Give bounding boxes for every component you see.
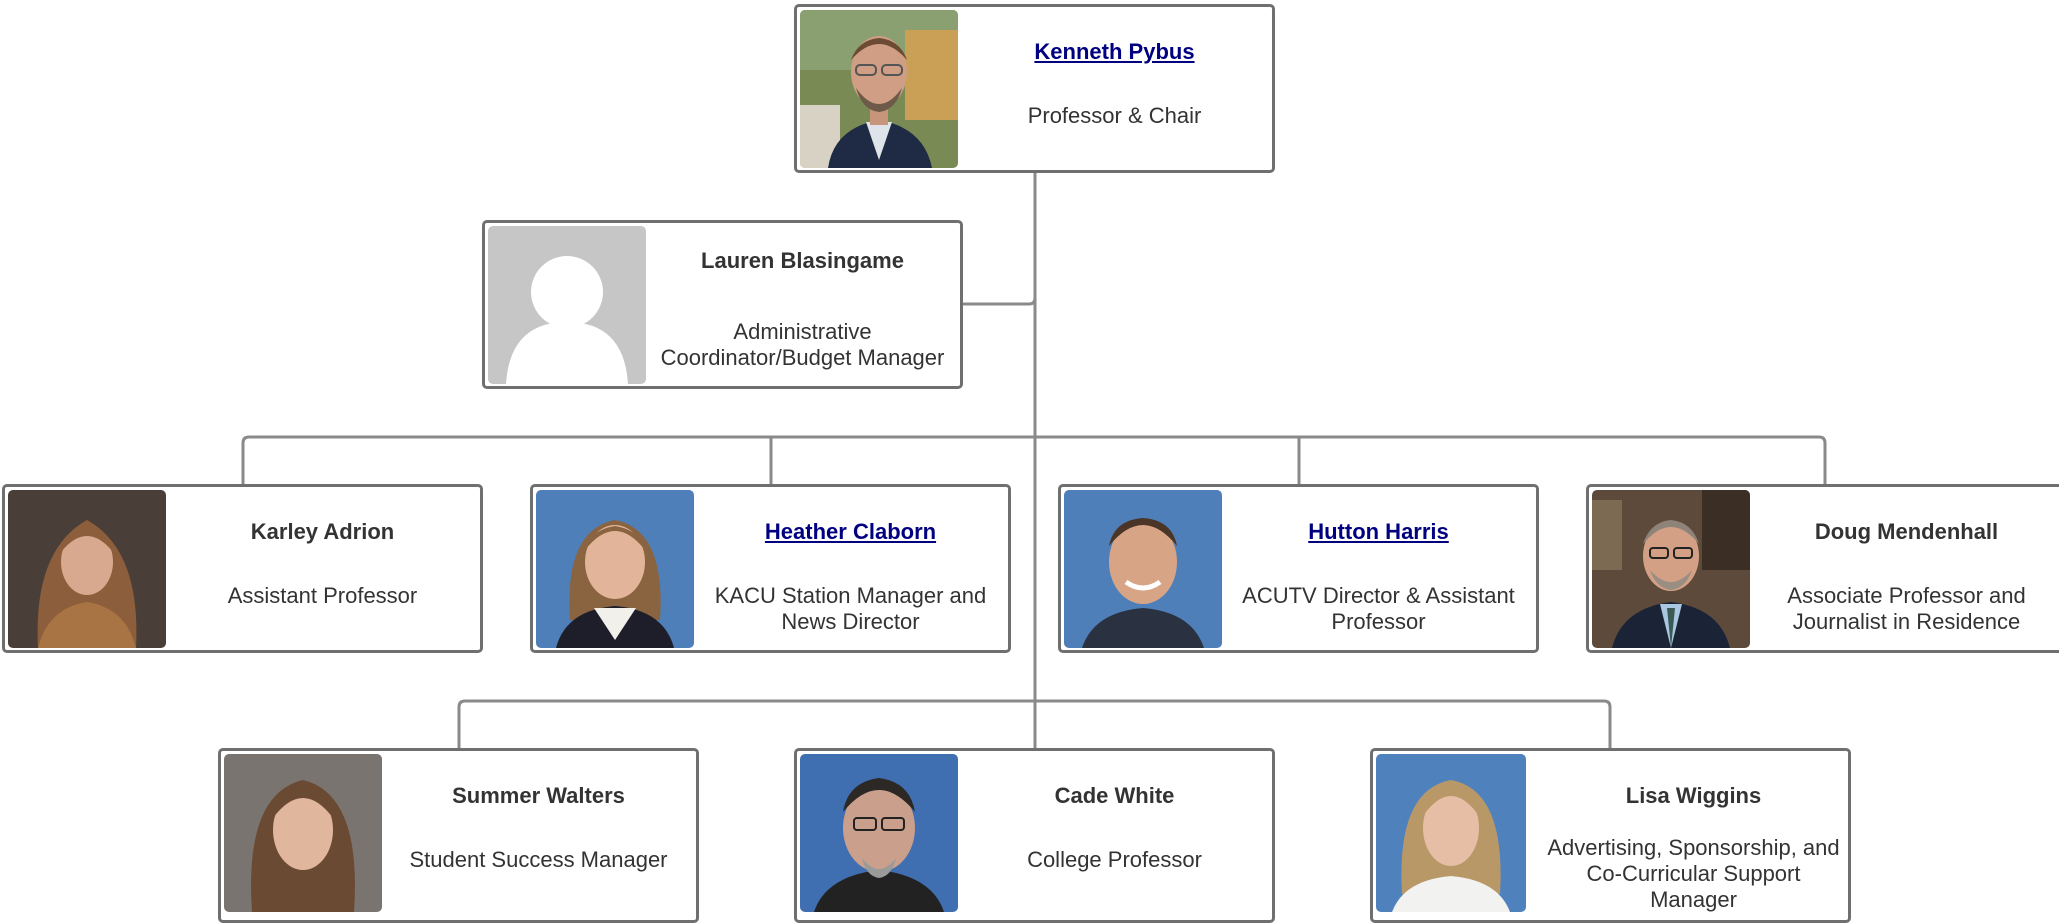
person-title: KACU Station Manager and News Director xyxy=(714,583,987,634)
org-card-adrion[interactable]: Karley Adrion Assistant Professor xyxy=(2,484,483,653)
org-card-wiggins[interactable]: Lisa Wiggins Advertising, Sponsorship, a… xyxy=(1370,748,1851,923)
org-card-harris[interactable]: Hutton Harris ACUTV Director & Assistant… xyxy=(1058,484,1539,653)
person-title: Assistant Professor xyxy=(227,583,418,608)
photo-kenneth-pybus xyxy=(800,10,958,168)
photo-summer-walters xyxy=(224,754,382,912)
person-name-link[interactable]: Heather Claborn xyxy=(764,519,937,544)
org-card-pybus[interactable]: Kenneth Pybus Professor & Chair xyxy=(794,4,1275,173)
person-title: College Professor xyxy=(1027,847,1202,872)
person-name-link[interactable]: Hutton Harris xyxy=(1308,519,1449,544)
photo-cade-white xyxy=(800,754,958,912)
photo-lisa-wiggins xyxy=(1376,754,1526,912)
avatar-placeholder-icon xyxy=(488,226,646,384)
person-name-link[interactable]: Kenneth Pybus xyxy=(1034,39,1195,64)
org-card-walters[interactable]: Summer Walters Student Success Manager xyxy=(218,748,699,923)
person-name: Doug Mendenhall xyxy=(1814,519,1999,544)
person-title: Student Success Manager xyxy=(409,847,668,872)
photo-karley-adrion xyxy=(8,490,166,648)
person-title: ACUTV Director & Assistant Professor xyxy=(1242,583,1515,634)
photo-doug-mendenhall xyxy=(1592,490,1750,648)
person-name: Cade White xyxy=(1054,783,1175,808)
org-card-white[interactable]: Cade White College Professor xyxy=(794,748,1275,923)
person-title: Advertising, Sponsorship, and Co-Curricu… xyxy=(1547,835,1840,912)
person-title: Associate Professor and Journalist in Re… xyxy=(1787,583,2026,634)
tier2-bus-line xyxy=(241,435,1827,484)
person-name: Summer Walters xyxy=(452,783,625,808)
person-name: Lauren Blasingame xyxy=(701,248,904,273)
photo-heather-claborn xyxy=(536,490,694,648)
person-name: Karley Adrion xyxy=(250,519,395,544)
person-title: Administrative Coordinator/Budget Manage… xyxy=(660,319,945,370)
person-name: Lisa Wiggins xyxy=(1625,783,1762,808)
person-title: Professor & Chair xyxy=(1027,103,1202,128)
org-card-blasingame[interactable]: Lauren Blasingame Administrative Coordin… xyxy=(482,220,963,389)
org-card-mendenhall[interactable]: Doug Mendenhall Associate Professor and … xyxy=(1586,484,2059,653)
org-card-claborn[interactable]: Heather Claborn KACU Station Manager and… xyxy=(530,484,1011,653)
assistant-branch-line xyxy=(963,297,1037,306)
photo-hutton-harris xyxy=(1064,490,1222,648)
